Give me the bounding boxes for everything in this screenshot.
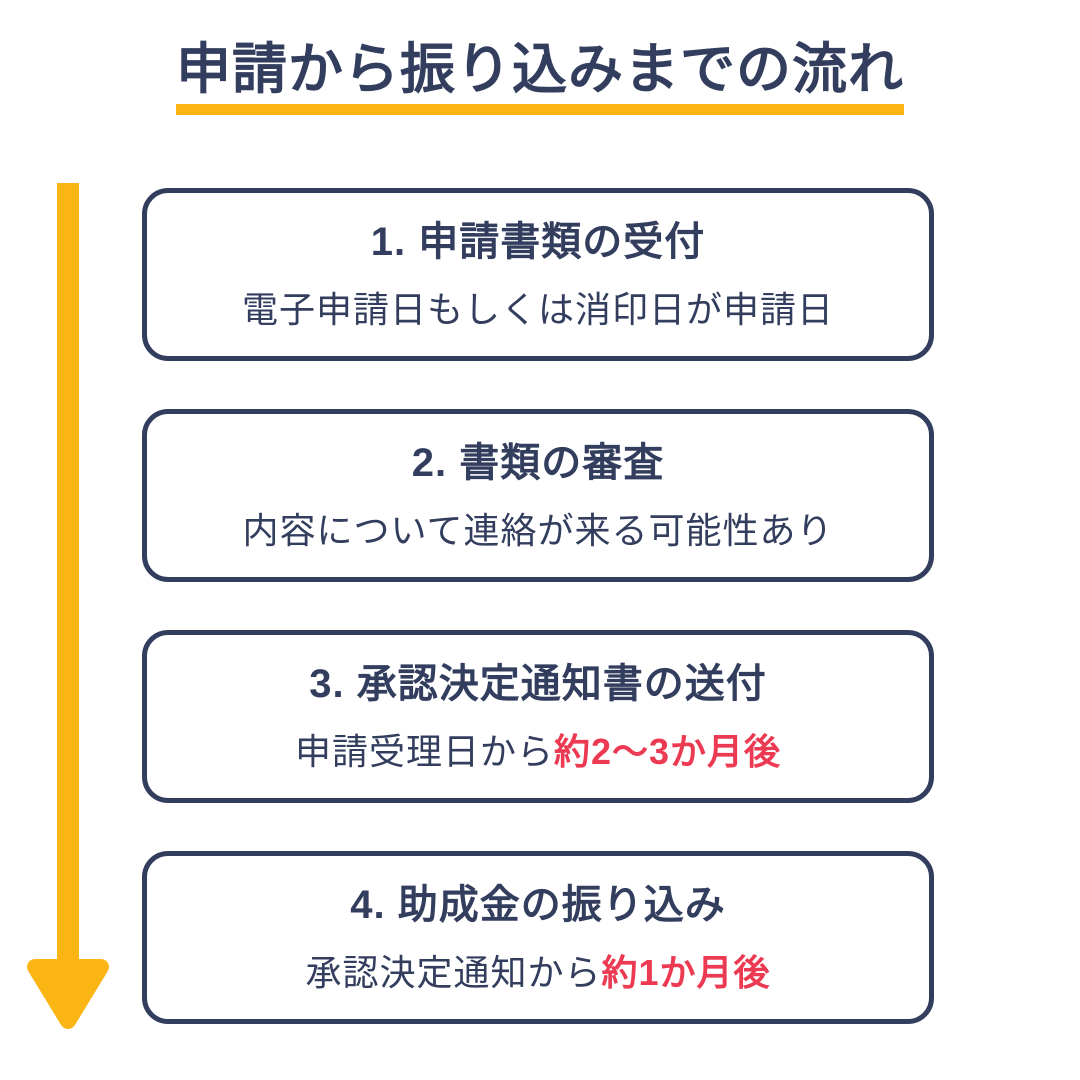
step-desc-plain: 内容について連絡が来る可能性あり xyxy=(242,509,834,551)
step-description: 電子申請日もしくは消印日が申請日 xyxy=(241,288,834,330)
step-heading: 2. 書類の審査 xyxy=(411,440,665,485)
page-title: 申請から振り込みまでの流れ xyxy=(175,38,904,116)
step-description: 承認決定通知から約1か月後 xyxy=(305,951,771,993)
step-heading: 1. 申請書類の受付 xyxy=(370,219,706,264)
step-desc-highlight: 約1か月後 xyxy=(601,951,771,993)
step-card-4: 4. 助成金の振り込み 承認決定通知から約1か月後 xyxy=(142,851,934,1024)
step-desc-highlight: 約2〜3か月後 xyxy=(553,730,782,772)
down-arrow-icon xyxy=(27,183,109,1029)
step-card-2: 2. 書類の審査 内容について連絡が来る可能性あり xyxy=(142,409,934,582)
step-card-3: 3. 承認決定通知書の送付 申請受理日から約2〜3か月後 xyxy=(142,630,934,803)
step-desc-plain: 電子申請日もしくは消印日が申請日 xyxy=(241,288,834,330)
step-heading: 3. 承認決定通知書の送付 xyxy=(309,661,767,706)
step-heading: 4. 助成金の振り込み xyxy=(350,882,726,927)
step-card-1: 1. 申請書類の受付 電子申請日もしくは消印日が申請日 xyxy=(142,188,934,361)
step-description: 申請受理日から約2〜3か月後 xyxy=(294,730,782,772)
step-description: 内容について連絡が来る可能性あり xyxy=(242,509,834,551)
step-desc-plain: 承認決定通知から xyxy=(305,951,602,993)
steps-list: 1. 申請書類の受付 電子申請日もしくは消印日が申請日 2. 書類の審査 内容に… xyxy=(142,188,934,1024)
step-desc-plain: 申請受理日から xyxy=(294,730,554,772)
title-wrap: 申請から振り込みまでの流れ xyxy=(0,38,1080,116)
